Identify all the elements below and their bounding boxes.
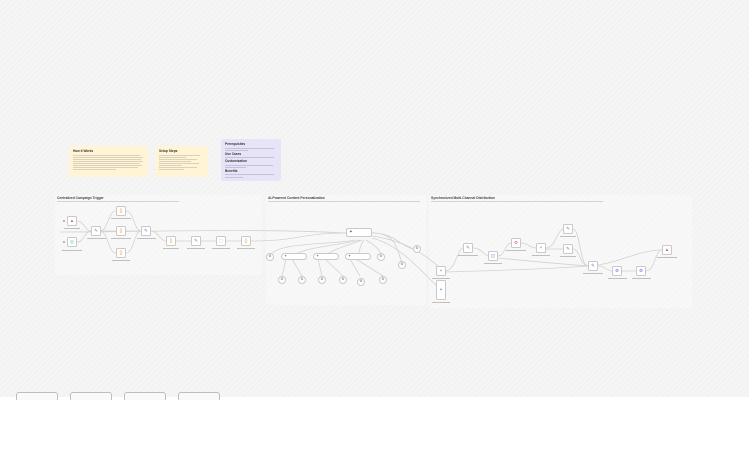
- chain-icon: ✦: [316, 253, 319, 258]
- trigger-icon: ▲: [69, 217, 75, 223]
- note-title: Setup Steps: [159, 149, 178, 153]
- code-icon: {}: [169, 237, 173, 243]
- section-title: AI-Powered Content Personalization: [268, 196, 325, 200]
- set-campaign-node[interactable]: ✎: [91, 226, 101, 236]
- note-how-it-works[interactable]: How it Works: [69, 146, 148, 177]
- section-campaign-trigger[interactable]: Centralized Campaign Trigger: [55, 195, 262, 275]
- trigger-icon: ▲: [664, 246, 670, 252]
- edit-icon: ✎: [194, 237, 198, 243]
- workflow-canvas[interactable]: How it Works Setup Steps Prerequisites U…: [0, 0, 749, 397]
- storage-node[interactable]: ⬚: [216, 236, 226, 246]
- api-icon: ⚙: [614, 267, 620, 273]
- tool-icon: ⚙: [268, 254, 272, 259]
- code-node-1[interactable]: {}: [116, 206, 126, 216]
- edit-icon: ✎: [566, 225, 570, 231]
- social-icon: ⚙: [513, 239, 519, 245]
- code-icon: {}: [119, 249, 123, 255]
- api-icon: ⚙: [638, 267, 644, 273]
- model-icon: ⚙: [300, 277, 304, 282]
- router-icon: ⑂: [439, 267, 443, 273]
- section-ai-personalization[interactable]: AI-Powered Content Personalization: [266, 195, 426, 305]
- note-setup-steps[interactable]: Setup Steps: [155, 146, 208, 177]
- model-node-2[interactable]: ⚙: [298, 276, 306, 284]
- footer-cover: [0, 400, 749, 450]
- model-node-1[interactable]: ⚙: [278, 276, 286, 284]
- final-node[interactable]: ▲: [662, 245, 672, 255]
- chain-icon: ✦: [348, 253, 351, 258]
- code-node-2[interactable]: {}: [116, 226, 126, 236]
- database-icon: ◫: [490, 252, 496, 258]
- model-icon: ⚙: [359, 279, 363, 284]
- model-node-6[interactable]: ⚙: [379, 276, 387, 284]
- llm-chain-node-3[interactable]: ✦: [345, 253, 371, 260]
- model-node-3[interactable]: ⚙: [318, 276, 326, 284]
- code-icon: {}: [244, 237, 248, 243]
- code-node-4[interactable]: {}: [166, 236, 176, 246]
- tool-node-3[interactable]: ⚙: [413, 245, 421, 253]
- box-icon: ⬚: [218, 237, 224, 243]
- llm-chain-node-1[interactable]: ✦: [281, 253, 307, 260]
- note-heading-benefits: Benefits: [225, 168, 238, 173]
- db-node-1[interactable]: ◫: [488, 251, 498, 261]
- set-node-4[interactable]: ✎: [563, 224, 573, 234]
- http-node[interactable]: ✦: [436, 280, 446, 300]
- note-info[interactable]: Prerequisites Use Cases Customization Be…: [221, 139, 281, 181]
- social-node[interactable]: ⚙: [511, 238, 521, 248]
- schedule-trigger-node[interactable]: ▲: [67, 216, 77, 226]
- router-node-2[interactable]: ⑂: [536, 243, 546, 253]
- edit-icon: ✎: [94, 227, 98, 233]
- code-node-5[interactable]: {}: [241, 236, 251, 246]
- router-icon: ⑂: [539, 244, 543, 250]
- tool-node-1[interactable]: ⚙: [266, 253, 274, 261]
- model-icon: ⚙: [320, 277, 324, 282]
- router-node[interactable]: ⑂: [436, 266, 446, 276]
- set-node-3[interactable]: ✎: [463, 243, 473, 253]
- api-node-2[interactable]: ⚙: [636, 266, 646, 276]
- section-title: Centralized Campaign Trigger: [57, 196, 104, 200]
- model-node-4[interactable]: ⚙: [339, 276, 347, 284]
- robot-icon: ✦: [349, 229, 353, 235]
- edit-icon: ✎: [144, 227, 148, 233]
- note-heading-prerequisites: Prerequisites: [225, 142, 246, 146]
- set-node-5[interactable]: ✎: [563, 244, 573, 254]
- tool-node-4[interactable]: ⚙: [398, 261, 406, 269]
- chain-icon: ✦: [284, 253, 287, 258]
- api-node-1[interactable]: ⚙: [612, 266, 622, 276]
- merge-set-node-2[interactable]: ✎: [588, 261, 598, 271]
- tool-icon: ⚙: [379, 254, 383, 259]
- model-node-5[interactable]: ⚙: [357, 278, 365, 286]
- model-icon: ⚙: [381, 277, 385, 282]
- code-node-3[interactable]: {}: [116, 248, 126, 258]
- edit-icon: ✎: [466, 244, 470, 250]
- section-title: Synchronized Multi-Channel Distribution: [431, 196, 495, 200]
- send-icon: ✦: [439, 286, 443, 292]
- edit-icon: ✎: [591, 262, 595, 268]
- ai-agent-node[interactable]: ✦: [346, 228, 372, 237]
- tool-node-2[interactable]: ⚙: [377, 253, 385, 261]
- edit-icon: ✎: [566, 245, 570, 251]
- model-icon: ⚙: [280, 277, 284, 282]
- tool-icon: ⚙: [415, 246, 419, 251]
- code-icon: {}: [119, 207, 123, 213]
- webhook-icon: ◎: [70, 238, 74, 244]
- webhook-trigger-node[interactable]: ◎: [67, 237, 77, 247]
- note-title: How it Works: [73, 149, 94, 153]
- note-heading-use-cases: Use Cases: [225, 151, 242, 156]
- merge-set-node[interactable]: ✎: [141, 226, 151, 236]
- tool-icon: ⚙: [400, 262, 404, 267]
- model-icon: ⚙: [341, 277, 345, 282]
- llm-chain-node-2[interactable]: ✦: [313, 253, 339, 260]
- set-node-2[interactable]: ✎: [191, 236, 201, 246]
- note-heading-customization: Customization: [225, 159, 247, 164]
- code-icon: {}: [119, 227, 123, 233]
